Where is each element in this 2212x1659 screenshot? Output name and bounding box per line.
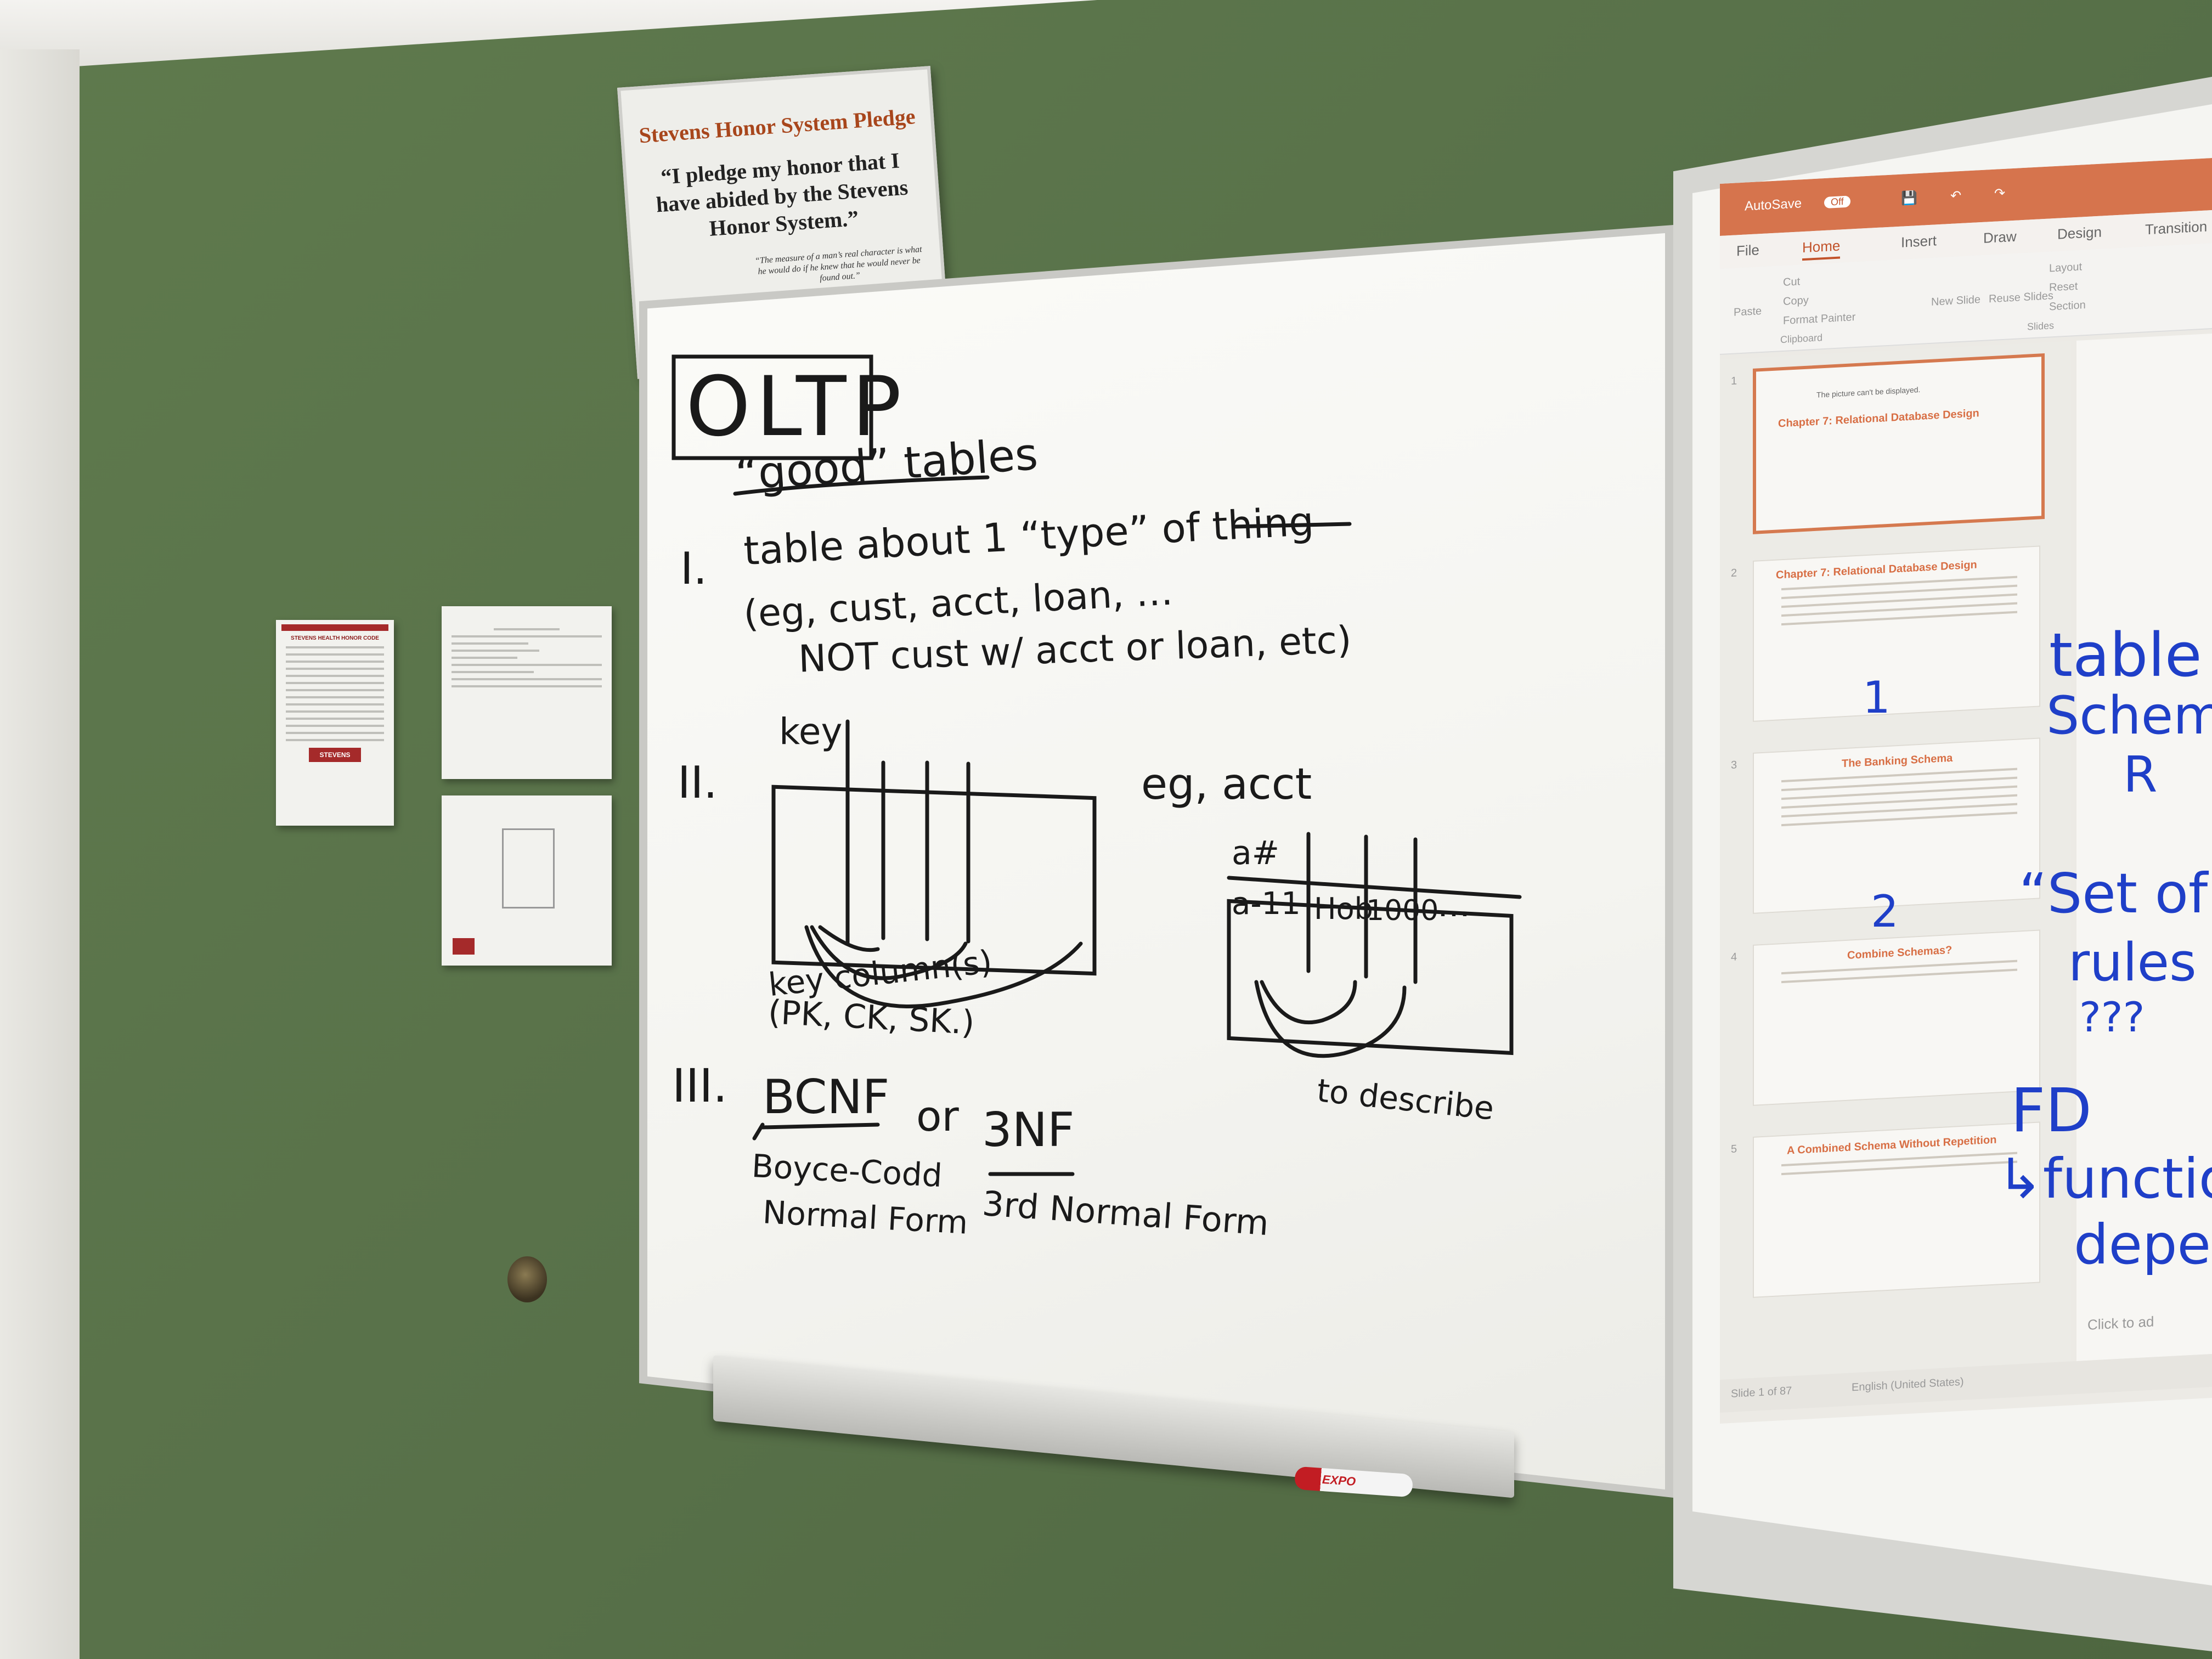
item3-numeral: III.: [672, 1059, 728, 1113]
tab-home[interactable]: Home: [1802, 237, 1841, 261]
reset-button[interactable]: Reset: [2049, 280, 2078, 294]
annotation-rules: rules: [2068, 933, 2197, 993]
annotation-2: 2: [1871, 886, 1899, 937]
example-table: [1227, 899, 1514, 1056]
section-button[interactable]: Section: [2049, 299, 2086, 313]
copy-button[interactable]: Copy: [1783, 294, 1809, 308]
subheading-underline: [733, 475, 990, 496]
heading-box: [672, 354, 873, 460]
annotation-table: table: [2049, 620, 2202, 690]
tab-file[interactable]: File: [1736, 241, 1759, 259]
item2-numeral: II.: [678, 757, 718, 808]
strike-through: [1232, 522, 1352, 529]
floor-plan-paper: [442, 795, 612, 966]
slide-number: 4: [1731, 951, 1737, 963]
paste-button[interactable]: Paste: [1734, 305, 1762, 319]
marker-label: EXPO: [1322, 1472, 1356, 1489]
slide-number: 1: [1731, 375, 1737, 387]
item1-numeral: I.: [680, 543, 708, 594]
tab-design[interactable]: Design: [2057, 223, 2102, 242]
heading-oltp: OLTP: [686, 359, 907, 455]
3nf-label: 3NF: [982, 1103, 1075, 1158]
slide-title: Combine Schemas?: [1847, 944, 1953, 962]
health-honor-code-poster: STEVENS HEALTH HONOR CODE STEVENS: [276, 620, 394, 826]
tab-transitions[interactable]: Transition: [2145, 218, 2208, 238]
slide-counter: Slide 1 of 87: [1731, 1385, 1792, 1400]
undo-icon[interactable]: ↶: [1950, 188, 1962, 204]
paper-logo: [453, 938, 475, 955]
click-to-add-notes[interactable]: Click to ad: [2087, 1313, 2154, 1333]
example-cell-2: Hob: [1314, 891, 1373, 926]
wall-corner: [0, 49, 80, 1659]
layout-button[interactable]: Layout: [2049, 261, 2083, 275]
tab-draw[interactable]: Draw: [1983, 228, 2017, 246]
whiteboard: [647, 233, 1665, 1489]
slides-group-label: Slides: [2027, 320, 2055, 332]
annotation-r: R: [2123, 746, 2158, 804]
slide-number: 3: [1731, 759, 1737, 771]
slide-number: 5: [1731, 1143, 1737, 1155]
floor-plan-diagram: [502, 828, 555, 909]
slide-thumbnail-1[interactable]: The picture can't be displayed. Chapter …: [1753, 353, 2045, 534]
slide1-note: The picture can't be displayed.: [1816, 385, 1921, 399]
annotation-set-of: “Set of: [2019, 861, 2208, 926]
example-cell-1: a-11: [1232, 886, 1301, 922]
bcnf-label: BCNF: [763, 1070, 890, 1125]
redo-icon[interactable]: ↷: [1994, 185, 2006, 201]
notice-paper: [442, 606, 612, 779]
save-icon[interactable]: 💾: [1901, 190, 1917, 206]
language-indicator[interactable]: English (United States): [1852, 1375, 1964, 1394]
slide-thumbnail-pane[interactable]: 1 The picture can't be displayed. Chapte…: [1720, 341, 2071, 1402]
slide-number: 2: [1731, 567, 1737, 579]
poster-logo: STEVENS: [309, 748, 361, 762]
slide-title: The Banking Schema: [1842, 752, 1953, 770]
annotation-question: ???: [2079, 993, 2145, 1041]
wall-doorstop: [507, 1256, 547, 1302]
annotation-functional: ↳functio: [1997, 1147, 2212, 1211]
tab-insert[interactable]: Insert: [1901, 232, 1937, 251]
clipboard-group-label: Clipboard: [1780, 332, 1823, 346]
example-label: eg, acct: [1141, 760, 1312, 809]
annotation-schema: Schem: [2046, 686, 2212, 746]
example-header: a#: [1232, 834, 1280, 872]
slide-title: Chapter 7: Relational Database Design: [1778, 407, 1979, 430]
new-slide-button[interactable]: New Slide: [1931, 294, 1981, 308]
slide-thumbnail-4[interactable]: Combine Schemas?: [1753, 929, 2040, 1106]
example-cell-3: 1000: [1366, 894, 1439, 927]
autosave-toggle[interactable]: Off: [1824, 195, 1850, 209]
or-label: or: [916, 1092, 959, 1141]
annotation-1: 1: [1863, 672, 1891, 723]
autosave-label: AutoSave: [1745, 196, 1802, 214]
slide-thumbnail-2[interactable]: Chapter 7: Relational Database Design: [1753, 545, 2040, 722]
example-more: …: [1437, 886, 1470, 924]
reuse-slides-button[interactable]: Reuse Slides: [1989, 290, 2053, 306]
annotation-fd: FD: [2011, 1075, 2092, 1146]
poster-title: STEVENS HEALTH HONOR CODE: [291, 635, 379, 641]
cut-button[interactable]: Cut: [1783, 275, 1801, 289]
format-painter-button[interactable]: Format Painter: [1783, 311, 1856, 327]
annotation-dependency: depe: [2074, 1212, 2211, 1277]
key-label: key: [779, 710, 843, 753]
